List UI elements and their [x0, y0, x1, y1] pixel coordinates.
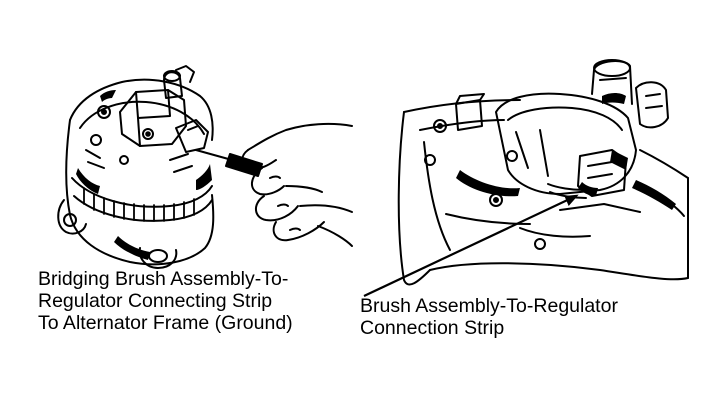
left-alternator-drawing [57, 65, 215, 269]
caption-line: Brush Assembly-To-Regulator [360, 295, 618, 317]
caption-line: Bridging Brush Assembly-To- [38, 268, 289, 290]
right-alternator-drawing [397, 59, 689, 286]
left-alternator-shading [76, 90, 212, 260]
hand [241, 122, 353, 247]
caption-connection-strip: Brush Assembly-To-Regulator Connection S… [360, 295, 618, 339]
leader-line [363, 194, 579, 297]
caption-line: Connection Strip [360, 317, 505, 339]
caption-bridging-brush-assembly: Bridging Brush Assembly-To- Regulator Co… [38, 268, 293, 334]
caption-line: To Alternator Frame (Ground) [38, 312, 293, 334]
caption-line: Regulator Connecting Strip [38, 290, 273, 312]
right-alternator-shading [456, 93, 676, 210]
